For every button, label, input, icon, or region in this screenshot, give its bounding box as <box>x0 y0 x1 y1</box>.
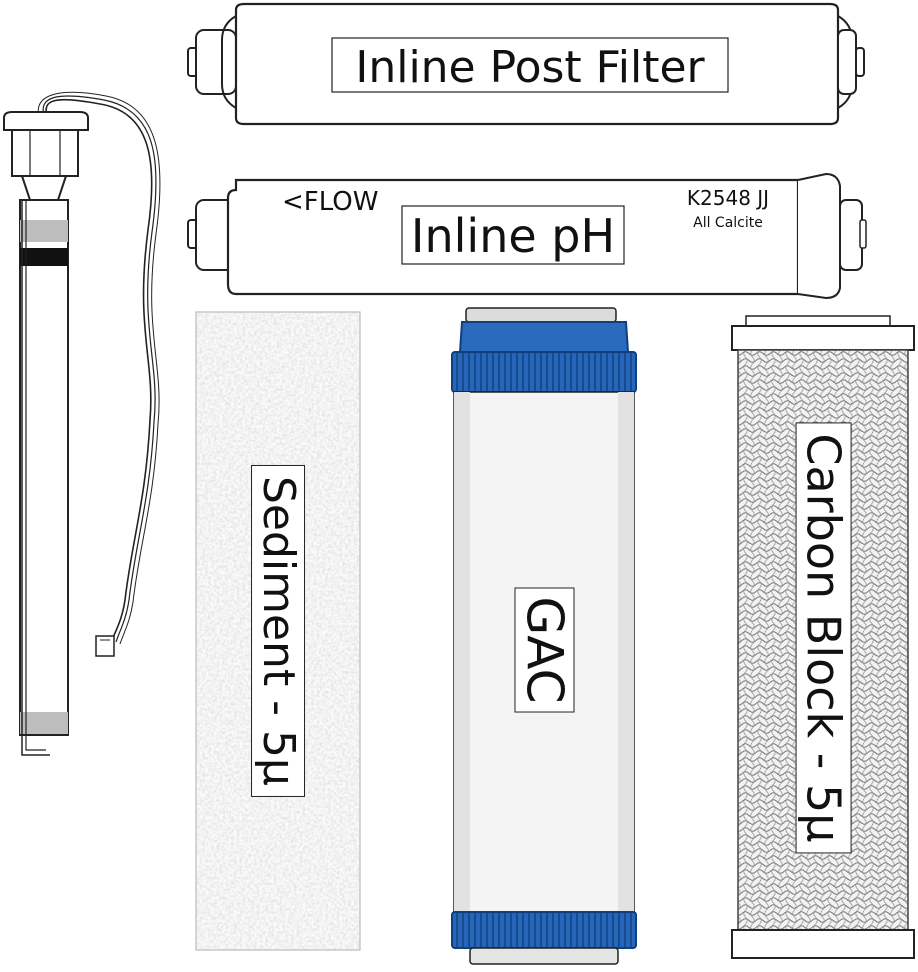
inline-ph-subtext: All Calcite <box>693 215 763 231</box>
inline-post-filter: Inline Post Filter <box>187 2 865 126</box>
sediment-label: Sediment - 5μ <box>251 464 305 798</box>
lamp-cap <box>3 111 89 131</box>
gac-bottom-cap <box>451 911 637 949</box>
carbon-block-label: Carbon Block - 5μ <box>796 422 853 854</box>
lamp-tube <box>19 199 69 736</box>
gac-top-cap <box>451 351 637 393</box>
lamp-connector <box>95 635 115 657</box>
inline-ph-filter: <FLOW K2548 JJ All Calcite Inline pH <box>187 172 867 300</box>
sediment-label-wrap: Sediment - 5μ <box>118 456 438 806</box>
inline-ph-code: K2548 JJ <box>687 186 769 210</box>
inline-post-label: Inline Post Filter <box>355 42 705 93</box>
inline-ph-label: Inline pH <box>411 209 615 263</box>
gac-label-wrap: GAC <box>444 540 644 760</box>
lamp-wire <box>45 98 153 641</box>
carbon-block-label-wrap: Carbon Block - 5μ <box>624 408 918 868</box>
uv-lamp <box>3 91 161 756</box>
inline-ph-flow-text: <FLOW <box>282 187 378 217</box>
gac-label: GAC <box>513 587 574 713</box>
